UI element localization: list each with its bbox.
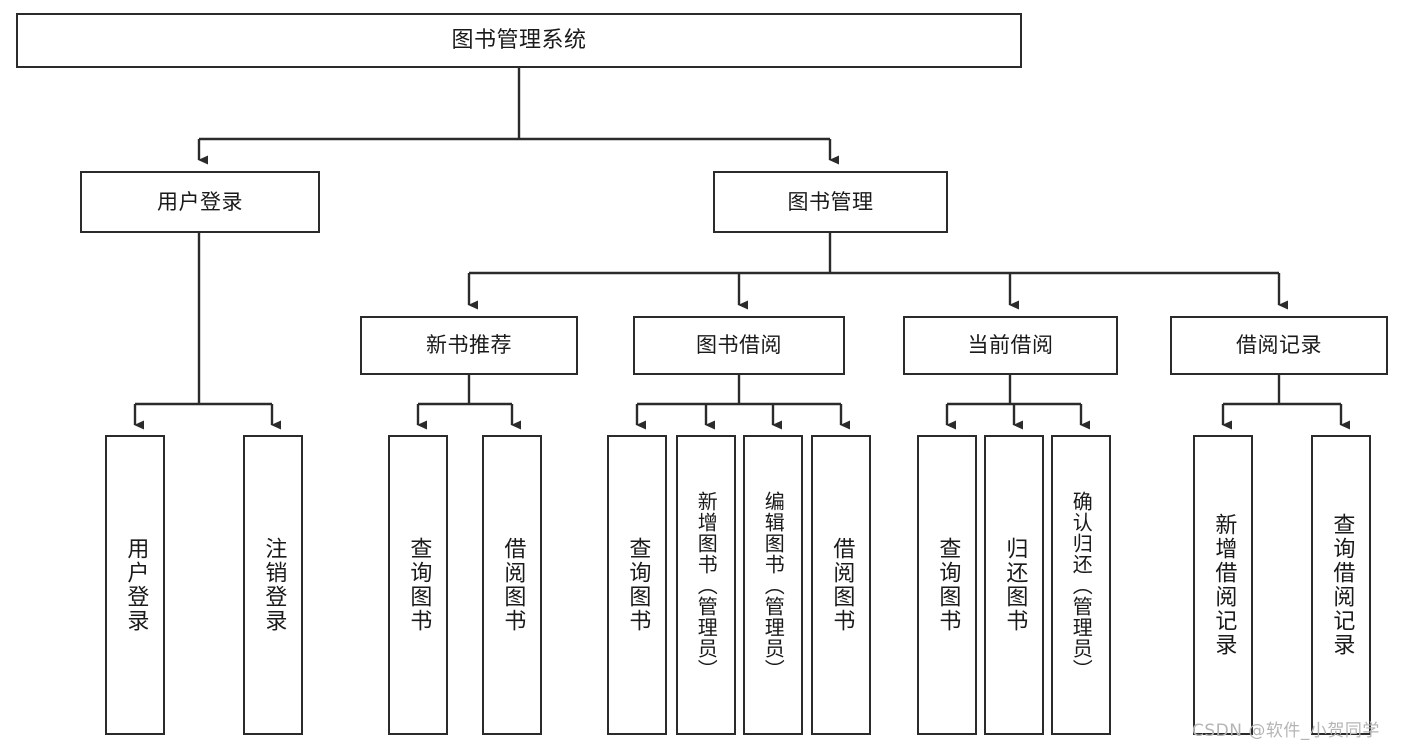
node-label: 注销登录 [261,537,287,633]
node-root-book-management-system[interactable]: 图书管理系统 [16,13,1022,68]
node-label: 查询借阅记录 [1329,513,1355,657]
leaf-book-borrow-add-book-admin[interactable]: 新增图书（管理员） [676,435,736,735]
node-label: 查询图书 [935,537,961,633]
leaf-new-book-borrow-book[interactable]: 借阅图书 [482,435,542,735]
node-label: 新增图书（管理员） [694,490,719,680]
leaf-user-login-login[interactable]: 用户登录 [105,435,165,735]
node-label: 图书管理 [787,189,874,214]
leaf-borrow-record-add-record[interactable]: 新增借阅记录 [1193,435,1253,735]
node-label: 图书借阅 [696,333,782,358]
node-book-management[interactable]: 图书管理 [713,171,948,233]
node-current-borrow[interactable]: 当前借阅 [903,316,1118,375]
node-label: 查询图书 [406,537,432,633]
node-label: 新增借阅记录 [1211,513,1237,657]
node-label: 图书管理系统 [451,27,587,53]
node-label: 借阅图书 [829,537,855,633]
node-label: 用户登录 [123,537,149,633]
node-book-borrow[interactable]: 图书借阅 [633,316,845,375]
leaf-user-login-logout[interactable]: 注销登录 [243,435,303,735]
node-borrow-record[interactable]: 借阅记录 [1170,316,1388,375]
node-label: 归还图书 [1002,537,1028,633]
csdn-watermark: CSDN @软件_小贺同学 [1192,721,1380,741]
leaf-borrow-record-query-record[interactable]: 查询借阅记录 [1311,435,1371,735]
node-label: 用户登录 [157,189,243,214]
node-label: 查询图书 [625,537,651,633]
node-label: 新书推荐 [426,333,512,358]
node-new-book-recommend[interactable]: 新书推荐 [360,316,578,375]
node-label: 确认归还（管理员） [1069,490,1094,680]
node-label: 编辑图书（管理员） [761,490,786,680]
node-user-login[interactable]: 用户登录 [80,171,320,233]
node-label: 当前借阅 [967,333,1054,358]
leaf-book-borrow-edit-book-admin[interactable]: 编辑图书（管理员） [743,435,803,735]
leaf-current-borrow-confirm-return-admin[interactable]: 确认归还（管理员） [1051,435,1111,735]
leaf-current-borrow-return-book[interactable]: 归还图书 [984,435,1044,735]
node-label: 借阅图书 [500,537,526,633]
leaf-current-borrow-query-book[interactable]: 查询图书 [917,435,977,735]
node-label: 借阅记录 [1236,333,1322,358]
leaf-book-borrow-query-book[interactable]: 查询图书 [607,435,667,735]
leaf-book-borrow-borrow-book[interactable]: 借阅图书 [811,435,871,735]
leaf-new-book-query-book[interactable]: 查询图书 [388,435,448,735]
